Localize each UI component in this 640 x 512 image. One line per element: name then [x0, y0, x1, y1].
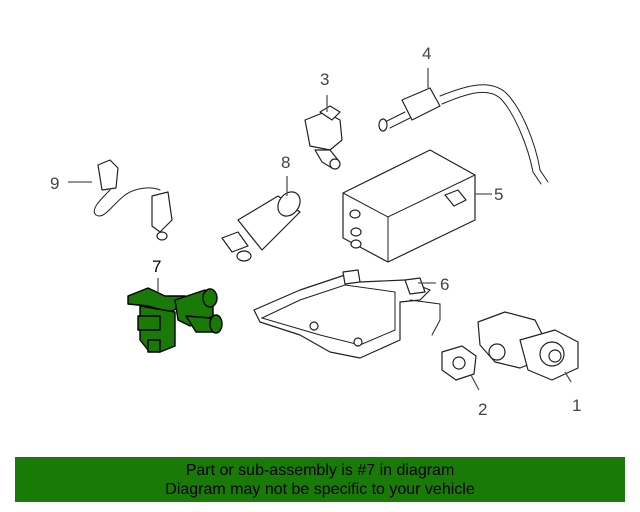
part-5-canister[interactable] [342, 149, 476, 263]
callout-6: 6 [440, 275, 449, 294]
part-7-solenoid[interactable] [127, 287, 223, 353]
callout-9: 9 [50, 174, 59, 193]
part-4-hose[interactable] [378, 84, 549, 185]
parts-diagram: 1 2 3 4 5 6 7 8 9 [50, 44, 581, 419]
callout-1: 1 [572, 396, 581, 415]
info-banner: Part or sub-assembly is #7 in diagram Di… [15, 457, 625, 502]
callout-leaders [68, 68, 572, 391]
part-1-valve[interactable] [477, 311, 579, 381]
part-6-bracket[interactable] [253, 269, 441, 359]
callout-3: 3 [320, 70, 329, 89]
part-3-valve[interactable] [304, 105, 343, 170]
part-9-sensor[interactable] [93, 159, 173, 241]
callout-7: 7 [152, 257, 161, 276]
part-8-filter[interactable] [221, 188, 305, 262]
callout-8: 8 [281, 153, 290, 172]
banner-line-1: Part or sub-assembly is #7 in diagram [185, 462, 455, 479]
callout-5: 5 [494, 185, 503, 204]
callout-4: 4 [422, 44, 431, 63]
banner-line-2: Diagram may not be specific to your vehi… [165, 481, 475, 498]
callout-2: 2 [478, 400, 487, 419]
part-2-gasket[interactable] [441, 345, 477, 381]
